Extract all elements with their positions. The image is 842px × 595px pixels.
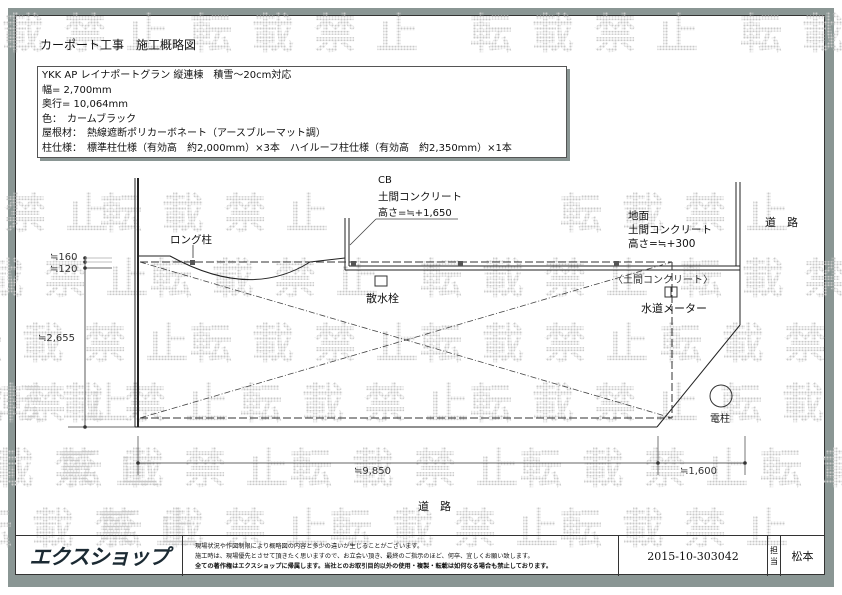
post-marker: [351, 261, 356, 266]
utility-pole-label: 電柱: [710, 414, 730, 425]
long-post-label: ロング柱: [170, 234, 212, 246]
spec-color: 色： カームブラック: [42, 113, 137, 125]
spec-box: YKK AP レイナポートグラン 縦連棟 積雪～20cm対応 幅= 2,700m…: [37, 66, 567, 158]
person-in-charge-label: 担 当: [768, 536, 781, 576]
person-in-charge: 松本: [791, 550, 814, 563]
water-meter-label: 水道メーター: [641, 302, 707, 315]
spec-depth: 奥行= 10,064mm: [42, 99, 129, 110]
post-marker: [614, 261, 619, 266]
dim-120: ≒120: [50, 264, 78, 275]
post-marker: [190, 260, 195, 265]
notice-text: 現場状況や作図制限により概略図の内容と多少の違いが生じることがございます。 施工…: [183, 536, 619, 576]
road-right-label: 道 路: [765, 216, 798, 229]
concrete-label: 〈土間コンクリート〉: [613, 275, 713, 286]
dim-9850: ≒9,850: [354, 466, 392, 477]
cb-height-label: 高さ=≒+1,650: [378, 208, 452, 219]
ground-concrete-label: 土間コンクリート: [628, 224, 712, 236]
ground-height-label: 高さ=≒+300: [628, 238, 696, 250]
company-logo: エクスショップ: [16, 536, 183, 576]
post-marker: [458, 261, 463, 266]
cb-concrete-label: 土間コンクリート: [378, 191, 462, 203]
spec-product: YKK AP レイナポートグラン 縦連棟 積雪～20cm対応: [42, 70, 292, 81]
utility-pole-icon: [709, 384, 733, 408]
road-bottom-label: 道 路: [418, 500, 451, 513]
document-number: 2015-10-303042: [619, 536, 768, 576]
notice-line: 施工時は、現場優先とさせて頂きたく思いますので、お立会い頂き、最終のご指示のほど…: [195, 553, 534, 560]
dim-160: ≒160: [50, 252, 78, 263]
ground-label: 地面: [628, 210, 649, 222]
dim-2655: ≒2,655: [38, 333, 76, 344]
sprinkler-label: 散水栓: [366, 292, 399, 305]
cb-label: CB: [378, 175, 392, 186]
spec-roof: 屋根材： 熱線遮断ポリカーボネート（アースブルーマット調）: [42, 128, 326, 139]
sprinkler-icon: [374, 275, 388, 287]
dim-1600: ≒1,600: [680, 466, 718, 477]
page-title: カーポート工事 施工概略図: [40, 38, 197, 52]
title-block: エクスショップ 現場状況や作図制限により概略図の内容と多少の違いが生じることがご…: [16, 535, 824, 576]
spec-posts: 柱仕様： 標準柱仕様（有効高 約2,000mm）×3本 ハイルーフ柱仕様（有効高…: [42, 142, 512, 154]
spec-width: 幅= 2,700mm: [42, 84, 112, 96]
notice-line: 現場状況や作図制限により概略図の内容と多少の違いが生じることがございます。: [195, 543, 424, 550]
notice-line: 全ての著作権はエクスショップに帰属します。当社とのお取引目的以外の使用・複製・転…: [195, 563, 553, 570]
